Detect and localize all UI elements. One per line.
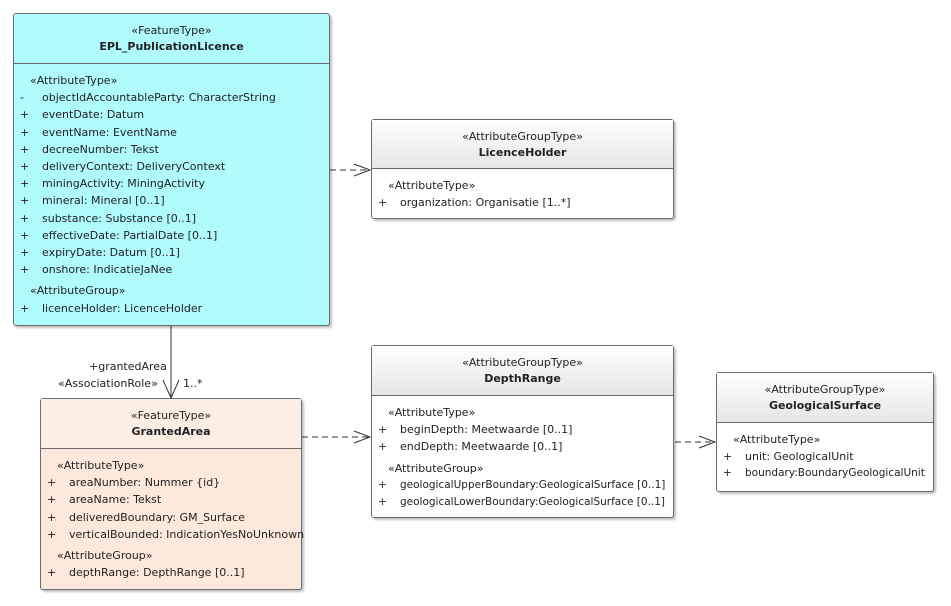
attribute-row: +beginDepth: Meetwaarde [0..1] [378, 423, 573, 437]
attribute-group-stereotype: «AttributeGroup» [388, 461, 484, 475]
class-header: «AttributeGroupType» LicenceHolder [372, 120, 673, 169]
attribute-row: +organization: Organisatie [1..*] [378, 196, 571, 210]
class-header: «AttributeGroupType» DepthRange [372, 346, 673, 396]
attribute-row: +verticalBounded: IndicationYesNoUnknown [47, 527, 305, 541]
class-geological-surface[interactable]: «AttributeGroupType» GeologicalSurface «… [716, 372, 934, 492]
association-multiplicity-label: 1..* [183, 377, 203, 390]
dependency-arrowhead-geologicalsurface [698, 435, 717, 449]
attribute-row: +decreeNumber: Tekst [20, 142, 159, 156]
class-name: GeologicalSurface [768, 399, 882, 412]
attribute-row: +areaName: Tekst [47, 493, 162, 507]
class-name: LicenceHolder [478, 146, 567, 159]
class-name: EPL_PublicationLicence [99, 40, 244, 53]
attribute-group-stereotype: «AttributeGroup» [30, 284, 126, 298]
class-body: «AttributeType» +areaNumber: Nummer {id}… [41, 449, 305, 581]
attribute-stereotype: «AttributeType» [733, 433, 821, 446]
attribute-row: +substance: Substance [0..1] [20, 211, 197, 225]
class-depth-range[interactable]: «AttributeGroupType» DepthRange «Attribu… [371, 345, 674, 518]
attribute-row: +effectiveDate: PartialDate [0..1] [20, 228, 218, 242]
class-stereotype: «FeatureType» [131, 24, 212, 37]
attribute-row: +unit: GeologicalUnit [723, 450, 854, 464]
attribute-row: +deliveredBoundary: GM_Surface [47, 510, 245, 524]
attribute-stereotype: «AttributeType» [388, 179, 476, 192]
class-stereotype: «AttributeGroupType» [764, 383, 886, 396]
attribute-group-row: +depthRange: DepthRange [0..1] [47, 566, 245, 580]
class-header: «FeatureType» EPL_PublicationLicence [14, 14, 329, 64]
dependency-arrowhead-licenceholder [353, 163, 372, 177]
association-stereotype-label: «AssociationRole» [58, 377, 158, 390]
class-stereotype: «FeatureType» [130, 409, 212, 422]
attribute-row: +boundary:BoundaryGeologicalUnit [723, 467, 925, 480]
attribute-group-row: +licenceHolder: LicenceHolder [20, 301, 203, 315]
attribute-row: +eventDate: Datum [20, 108, 145, 122]
class-body: «AttributeType» -objectIdAccountablePart… [14, 64, 329, 317]
attribute-group-stereotype: «AttributeGroup» [57, 549, 153, 563]
attribute-row: +onshore: IndicatieJaNee [20, 263, 173, 277]
class-stereotype: «AttributeGroupType» [462, 130, 583, 143]
attribute-stereotype: «AttributeType» [388, 406, 476, 419]
attribute-stereotype: «AttributeType» [57, 459, 145, 472]
attribute-stereotype: «AttributeType» [30, 74, 118, 87]
class-licence-holder[interactable]: «AttributeGroupType» LicenceHolder «Attr… [371, 119, 674, 219]
attribute-row: +areaNumber: Nummer {id} [47, 476, 221, 490]
class-granted-area[interactable]: «FeatureType» GrantedArea «AttributeType… [40, 398, 305, 590]
class-header: «FeatureType» GrantedArea [41, 399, 301, 449]
class-body: «AttributeType» +beginDepth: Meetwaarde … [372, 396, 673, 511]
class-header: «AttributeGroupType» GeologicalSurface [717, 373, 933, 423]
attribute-group-row: +geologicalLowerBoundary:GeologicalSurfa… [378, 496, 666, 509]
class-name: GrantedArea [131, 425, 211, 438]
class-epl-publication-licence[interactable]: «FeatureType» EPL_PublicationLicence «At… [13, 13, 330, 326]
attribute-row: +miningActivity: MiningActivity [20, 177, 205, 191]
dependency-arrowhead-depthrange [353, 430, 372, 444]
attribute-row: +expiryDate: Datum [0..1] [20, 246, 180, 260]
class-stereotype: «AttributeGroupType» [462, 356, 583, 369]
attribute-row: +mineral: Mineral [0..1] [20, 194, 165, 208]
attribute-row: +deliveryContext: DeliveryContext [20, 160, 226, 174]
attribute-row: +eventName: EventName [20, 125, 177, 139]
class-name: DepthRange [484, 372, 561, 385]
attribute-row: +endDepth: Meetwaarde [0..1] [378, 440, 563, 454]
class-body: «AttributeType» +unit: GeologicalUnit +b… [717, 423, 933, 483]
attribute-group-row: +geologicalUpperBoundary:GeologicalSurfa… [378, 478, 666, 491]
association-role-label: +grantedArea [89, 360, 167, 373]
attribute-row: -objectIdAccountableParty: CharacterStri… [20, 91, 276, 105]
class-body: «AttributeType» +organization: Organisat… [372, 169, 673, 211]
